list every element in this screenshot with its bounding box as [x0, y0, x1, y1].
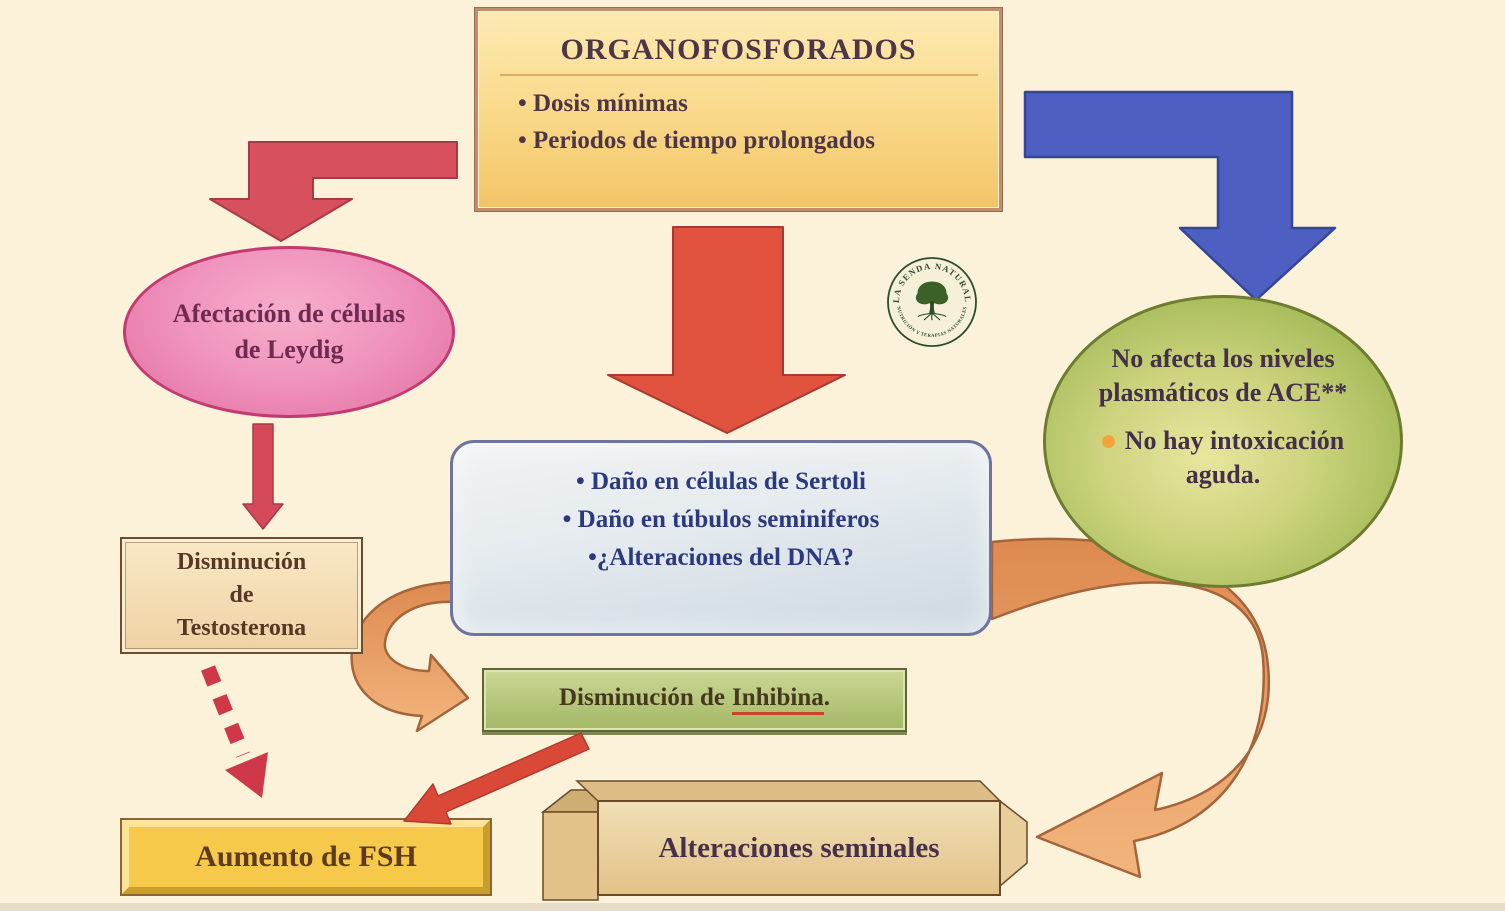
orange-ribbon-big-arrow [990, 537, 1271, 879]
inhibina-underlined-word: Inhibina [732, 684, 824, 715]
red-down-arrow [242, 423, 284, 530]
seminales-node: Alteraciones seminales [598, 801, 1000, 895]
sertoli-bullet-3: •¿Alteraciones del DNA? [588, 544, 854, 571]
dashed-red-arrow-shaft [201, 665, 250, 758]
title-divider [499, 74, 978, 76]
organofosforados-title: ORGANOFOSFORADOS [560, 33, 917, 66]
dashed-red-arrow-head [225, 752, 268, 798]
red-elbow-arrow [209, 141, 458, 242]
seminales-label: Alteraciones seminales [658, 831, 940, 864]
leydig-line-1: Afectación de células [172, 299, 406, 328]
ace-bullet-line-2: aguda. [1185, 460, 1261, 489]
fsh-node: Aumento de FSH [120, 818, 492, 896]
fsh-label: Aumento de FSH [195, 840, 417, 873]
seminales-plaque [540, 780, 1028, 901]
inhibina-suffix: . [823, 684, 830, 711]
orange-ribbon-small-arrow [350, 580, 470, 733]
center-red-arrow [607, 226, 846, 434]
organofosforados-bullet-1: • Dosis mínimas [518, 90, 688, 117]
testosterona-line-1: Disminución [176, 549, 307, 575]
tree-icon [915, 281, 949, 321]
orange-bullet-icon [1101, 434, 1115, 448]
ace-node: No afecta los niveles plasmáticos de ACE… [1043, 295, 1403, 588]
testosterona-line-3: Testosterona [176, 615, 307, 641]
testosterona-node: Disminución de Testosterona [120, 537, 363, 654]
organofosforados-node: ORGANOFOSFORADOS • Dosis mínimas • Perio… [475, 8, 1002, 211]
blue-elbow-arrow [1023, 90, 1337, 302]
ace-line-2: plasmáticos de ACE** [1098, 378, 1348, 407]
inhibina-node: Disminución de Inhibina . [482, 668, 907, 732]
organofosforados-bullet-2: • Periodos de tiempo prolongados [518, 127, 875, 154]
senda-natural-logo: LA SENDA NATURAL NUTRICIÓN Y TERAPIAS NA… [886, 256, 978, 348]
bottom-edge-strip [0, 903, 1505, 911]
ace-bullet-line-1: No hay intoxicación [1124, 426, 1345, 455]
sertoli-bullet-2: • Daño en túbulos seminiferos [562, 506, 880, 533]
leydig-node: Afectación de células de Leydig [123, 246, 455, 418]
leydig-line-2: de Leydig [234, 335, 344, 364]
inhibina-prefix: Disminución de [558, 684, 725, 711]
sertoli-node: • Daño en células de Sertoli • Daño en t… [450, 440, 992, 636]
sertoli-bullet-1: • Daño en células de Sertoli [576, 468, 866, 495]
ace-line-1: No afecta los niveles [1111, 344, 1335, 373]
logo-ring [887, 257, 977, 347]
testosterona-line-2: de [229, 582, 254, 608]
